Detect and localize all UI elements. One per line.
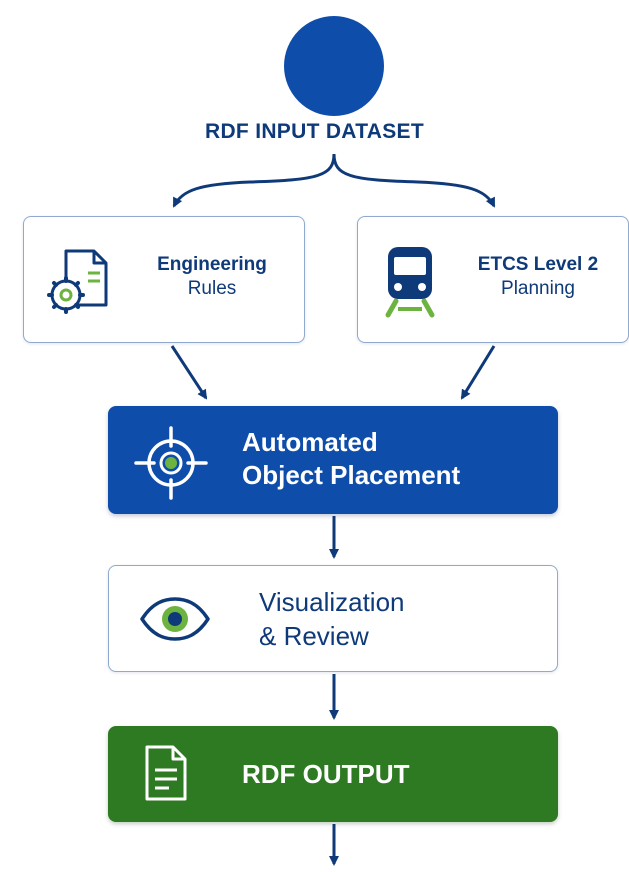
etcs-planning-box: ETCS Level 2 Planning bbox=[357, 216, 629, 343]
automated-placement-line2: Object Placement bbox=[242, 460, 461, 491]
document-icon bbox=[145, 745, 187, 801]
automated-placement-box: Automated Object Placement bbox=[108, 406, 558, 514]
eye-icon bbox=[140, 597, 210, 641]
input-dataset-node bbox=[284, 16, 384, 116]
crosshair-target-icon bbox=[134, 426, 208, 500]
engineering-rules-line1: Engineering bbox=[157, 254, 267, 275]
engineering-rules-box: Engineering Rules bbox=[23, 216, 305, 343]
etcs-planning-line2: Planning bbox=[501, 277, 575, 299]
rules-to-placement-arrow bbox=[170, 345, 208, 400]
automated-placement-label: Automated Object Placement bbox=[242, 426, 460, 493]
brace-right-arrow bbox=[332, 153, 496, 208]
automated-placement-line1: Automated bbox=[242, 427, 378, 457]
input-dataset-title: RDF INPUT DATASET bbox=[205, 120, 424, 143]
document-gear-icon bbox=[47, 249, 108, 314]
etcs-planning-line1: ETCS Level 2 bbox=[477, 254, 599, 275]
visualization-line2: & Review bbox=[259, 620, 369, 651]
engineering-rules-label: Engineering Rules bbox=[132, 253, 292, 301]
visualization-review-label: Visualization & Review bbox=[259, 586, 405, 654]
etcs-planning-label: ETCS Level 2 Planning bbox=[458, 253, 618, 301]
train-icon bbox=[385, 247, 435, 318]
etcs-to-placement-arrow bbox=[460, 345, 496, 400]
engineering-rules-line2: Rules bbox=[187, 277, 237, 299]
rdf-output-label: RDF OUTPUT bbox=[242, 759, 410, 789]
visualization-review-box: Visualization & Review bbox=[108, 565, 558, 672]
brace-left-arrow bbox=[172, 153, 336, 208]
visualization-line1: Visualization bbox=[259, 587, 405, 617]
rdf-output-box: RDF OUTPUT bbox=[108, 726, 558, 822]
